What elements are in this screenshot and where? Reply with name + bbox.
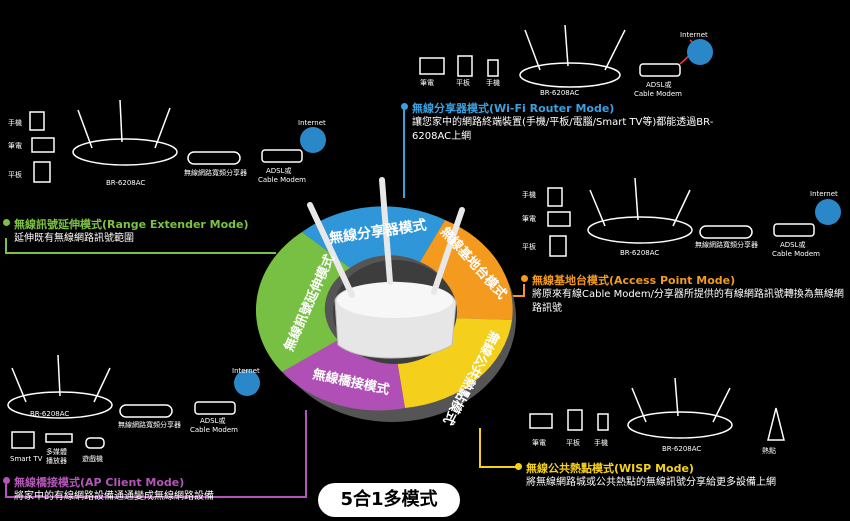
- wheel-segment-router: [302, 206, 445, 268]
- ap-internet: Internet: [810, 190, 838, 198]
- client-modem-1: ADSL或: [200, 417, 226, 425]
- top-laptop: 筆電: [420, 79, 434, 87]
- ext-internet: Internet: [298, 119, 326, 127]
- ap-router-model: BR-6208AC: [620, 249, 660, 257]
- router-dot: [401, 103, 408, 110]
- ext-phone: 手機: [8, 119, 22, 127]
- ext-laptop: 筆電: [8, 142, 22, 150]
- ap-modem-2: Cable Modem: [772, 250, 820, 258]
- wheel-segment-ap: [420, 220, 513, 320]
- ap-switch: 無線網路寬頻分享器: [695, 241, 758, 249]
- ext-modem-1: ADSL或: [266, 167, 292, 175]
- wisp-mode-title: 無線公共熱點模式(WISP Mode): [526, 462, 694, 475]
- top-router-model: BR-6208AC: [540, 89, 580, 97]
- client-switch: 無線網路寬頻分享器: [118, 421, 181, 429]
- ap-tablet: 平板: [522, 243, 536, 251]
- client-game: 遊戲機: [82, 455, 103, 463]
- ap-phone: 手機: [522, 191, 536, 199]
- wisp-mode-desc: 將無線網路城或公共熱點的無線訊號分享給更多設備上網: [526, 477, 776, 488]
- ap-modem-1: ADSL或: [780, 241, 806, 249]
- wisp-tablet: 平板: [566, 439, 580, 447]
- client-internet: Internet: [232, 367, 260, 375]
- client-router-model: BR-6208AC: [30, 410, 70, 418]
- top-phone: 手機: [486, 79, 500, 87]
- wheel-segment-client: [282, 340, 405, 411]
- wheel-segment-extender: [255, 232, 350, 372]
- ap-mode-title: 無線基地台模式(Access Point Mode): [532, 274, 736, 287]
- wisp-hotspot: 熱點: [762, 447, 776, 455]
- wisp-dot: [515, 463, 522, 470]
- router-mode-desc: 讓您家中的網路終端裝置(手機/平板/電腦/Smart TV等)都能透過BR-62…: [412, 117, 714, 142]
- router-mode-title: 無線分享器模式(Wi-Fi Router Mode): [412, 102, 615, 115]
- top-modem-1: ADSL或: [646, 81, 672, 89]
- ext-router-model: BR-6208AC: [106, 179, 146, 187]
- extender-mode-title: 無線訊號延伸模式(Range Extender Mode): [14, 218, 249, 231]
- wisp-laptop: 筆電: [532, 439, 546, 447]
- top-modem-2: Cable Modem: [634, 90, 682, 98]
- wisp-phone: 手機: [594, 439, 608, 447]
- wheel-segment-wisp: [397, 318, 512, 408]
- ext-switch: 無線網路寬頻分享器: [184, 169, 247, 177]
- client-player-1: 多媒體: [46, 448, 67, 456]
- footer-title: 5合1多模式: [318, 483, 460, 517]
- ap-mode-desc: 將原來有線Cable Modem/分享器所提供的有線網路訊號轉換為無線網路訊號: [532, 289, 844, 314]
- client-dot: [3, 477, 10, 484]
- wisp-router-model: BR-6208AC: [662, 445, 702, 453]
- ap-dot: [521, 275, 528, 282]
- ext-tablet: 平板: [8, 171, 22, 179]
- extender-mode-desc: 延伸既有無線網路訊號範圍: [14, 233, 134, 244]
- client-player-2: 播放器: [46, 457, 67, 465]
- extender-dot: [3, 219, 10, 226]
- top-tablet: 平板: [456, 79, 470, 87]
- client-modem-2: Cable Modem: [190, 426, 238, 434]
- client-mode-title: 無線橋接模式(AP Client Mode): [14, 476, 185, 489]
- client-smart-tv: Smart TV: [10, 455, 43, 463]
- top-internet: Internet: [680, 31, 708, 39]
- ap-laptop: 筆電: [522, 215, 536, 223]
- ext-modem-2: Cable Modem: [258, 176, 306, 184]
- client-mode-desc: 將家中的有線網路設備通通變成無線網路設備: [14, 491, 214, 502]
